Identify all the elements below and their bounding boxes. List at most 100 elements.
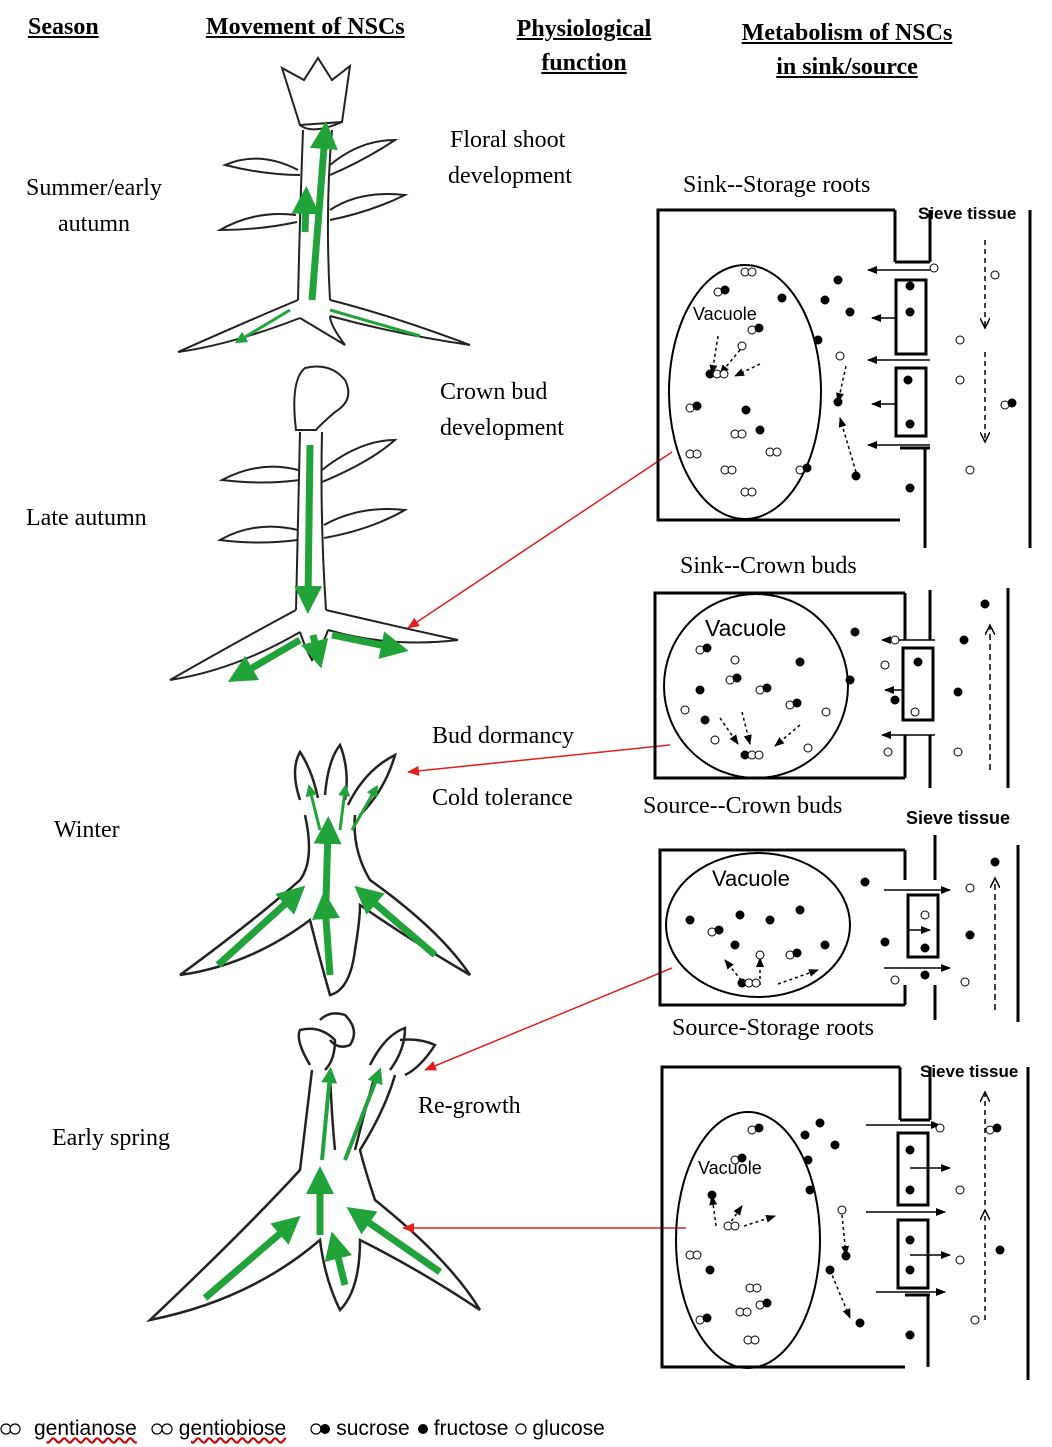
glucose-molecule bbox=[836, 352, 844, 360]
gentiobiose-molecule bbox=[731, 430, 746, 438]
fructose-molecule bbox=[981, 600, 989, 608]
gentiobiose-molecule bbox=[766, 448, 781, 456]
fructose-molecule bbox=[852, 472, 860, 480]
fructose-molecule bbox=[906, 420, 914, 428]
fructose-molecule bbox=[960, 636, 968, 644]
glucose-molecule bbox=[921, 911, 929, 919]
fructose-molecule bbox=[846, 308, 854, 316]
glucose-molecule bbox=[930, 264, 938, 272]
fructose-molecule bbox=[806, 1186, 814, 1194]
gentianose-molecule bbox=[738, 979, 760, 987]
legend-fructose: fructose bbox=[416, 1417, 509, 1441]
sucrose-molecule bbox=[786, 699, 801, 709]
sucrose-molecule bbox=[986, 1124, 1001, 1134]
fructose-molecule bbox=[701, 716, 709, 724]
fructose-molecule bbox=[851, 628, 859, 636]
flow-arrows-late-autumn bbox=[240, 445, 395, 675]
glucose-molecule bbox=[966, 884, 974, 892]
sucrose-molecule bbox=[696, 1314, 711, 1324]
glucose-molecule bbox=[991, 271, 999, 279]
fructose-molecule bbox=[816, 1119, 824, 1127]
fructose-molecule bbox=[906, 1146, 914, 1154]
sucrose-molecule bbox=[756, 684, 771, 694]
legend-glucose: glucose bbox=[514, 1417, 604, 1441]
sucrose-molecule bbox=[748, 324, 763, 334]
glucose-molecule bbox=[954, 748, 962, 756]
fructose-molecule bbox=[914, 658, 922, 666]
glucose-molecule bbox=[956, 1186, 964, 1194]
fructose-molecule bbox=[686, 916, 694, 924]
legend-gentiobiose: gentiobiose bbox=[151, 1417, 286, 1441]
glucose-molecule bbox=[956, 376, 964, 384]
fructose-molecule bbox=[796, 906, 804, 914]
panel-sink-buds-arrows bbox=[720, 625, 990, 770]
fructose-molecule bbox=[954, 688, 962, 696]
sucrose-molecule bbox=[748, 1124, 763, 1134]
gentiobiose-molecule bbox=[686, 450, 701, 458]
gentianose-icon bbox=[0, 1422, 30, 1436]
glucose-molecule bbox=[756, 951, 764, 959]
plant-late-autumn bbox=[170, 367, 458, 681]
legend-gentianose-label: gentianose bbox=[34, 1417, 137, 1441]
fructose-molecule bbox=[796, 658, 804, 666]
legend: gentianose gentiobiose sucrose fructose … bbox=[0, 1417, 605, 1441]
fructose-molecule bbox=[696, 686, 704, 694]
sucrose-molecule bbox=[756, 1299, 771, 1309]
gentiobiose-molecule bbox=[746, 1284, 761, 1292]
fructose-molecule bbox=[834, 398, 842, 406]
fructose-molecule bbox=[706, 1266, 714, 1274]
panel-source-buds-arrows bbox=[725, 878, 995, 1010]
gentiobiose-molecule bbox=[724, 1222, 739, 1230]
fructose-molecule bbox=[708, 1191, 716, 1199]
sucrose-molecule bbox=[731, 1154, 746, 1164]
flower-icon bbox=[282, 58, 350, 125]
glucose-molecule bbox=[956, 1256, 964, 1264]
legend-gentianose: gentianose bbox=[0, 1417, 137, 1441]
flow-arrows-winter bbox=[218, 790, 435, 975]
fructose-molecule bbox=[801, 1131, 809, 1139]
gentiobiose-molecule bbox=[744, 1336, 759, 1344]
gentianose-molecule bbox=[741, 751, 763, 759]
legend-glucose-label: glucose bbox=[532, 1417, 604, 1441]
glucose-molecule bbox=[804, 744, 812, 752]
fructose-molecule bbox=[778, 294, 786, 302]
legend-gentiobiose-label: gentiobiose bbox=[179, 1417, 286, 1441]
legend-fructose-label: fructose bbox=[434, 1417, 509, 1441]
glucose-molecule bbox=[961, 978, 969, 986]
fructose-molecule bbox=[846, 676, 854, 684]
gentianose-molecule bbox=[706, 370, 728, 378]
sucrose-molecule bbox=[686, 402, 701, 412]
fructose-molecule bbox=[906, 308, 914, 316]
gentiobiose-molecule bbox=[721, 466, 736, 474]
fructose-molecule bbox=[856, 1319, 864, 1327]
fructose-molecule bbox=[756, 426, 764, 434]
glucose-molecule bbox=[838, 1206, 846, 1214]
glucose-molecule bbox=[711, 736, 719, 744]
glucose-molecule bbox=[891, 976, 899, 984]
fructose-molecule bbox=[921, 944, 929, 952]
fructose-molecule bbox=[804, 1156, 812, 1164]
sucrose-icon bbox=[310, 1422, 332, 1436]
sucrose-molecule bbox=[714, 286, 729, 296]
glucose-molecule bbox=[911, 708, 919, 716]
fructose-molecule bbox=[881, 938, 889, 946]
glucose-molecule bbox=[822, 708, 830, 716]
legend-sucrose: sucrose bbox=[310, 1417, 410, 1441]
fructose-icon bbox=[416, 1422, 430, 1436]
glucose-molecule bbox=[884, 748, 892, 756]
bud-icon bbox=[294, 367, 348, 431]
link-arrows bbox=[403, 452, 686, 1228]
gentiobiose-molecule bbox=[686, 1251, 701, 1259]
fructose-molecule bbox=[921, 971, 929, 979]
fructose-molecule bbox=[966, 931, 974, 939]
sucrose-molecule bbox=[696, 644, 711, 654]
gentiobiose-molecule bbox=[736, 1308, 751, 1316]
fructose-molecule bbox=[906, 1186, 914, 1194]
sucrose-molecule bbox=[786, 949, 801, 959]
fructose-molecule bbox=[831, 1141, 839, 1149]
fructose-molecule bbox=[861, 878, 869, 886]
fructose-molecule bbox=[814, 336, 822, 344]
fructose-molecule bbox=[906, 282, 914, 290]
glucose-molecule bbox=[681, 706, 689, 714]
glucose-molecule bbox=[738, 342, 746, 350]
